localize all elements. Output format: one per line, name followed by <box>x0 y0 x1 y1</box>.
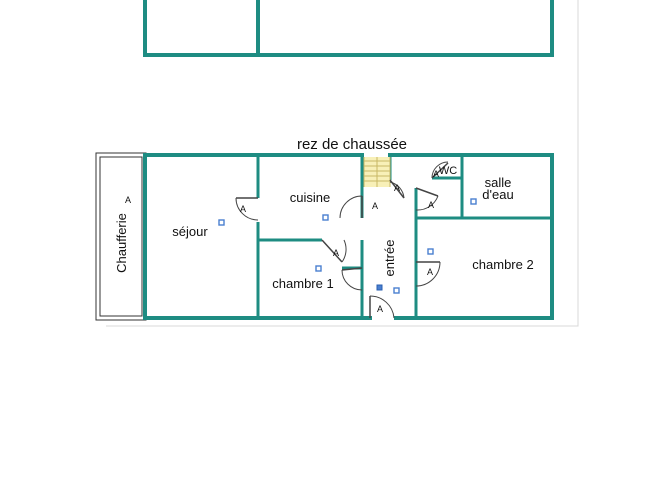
sensor-cuisine <box>322 214 329 221</box>
door-marker: A <box>433 169 439 179</box>
sensors <box>218 198 477 294</box>
door-main-entrance: A <box>369 295 395 319</box>
room-label-salle: salle <box>485 175 512 190</box>
door-marker: A <box>427 267 433 277</box>
sensor-sejour <box>218 219 225 226</box>
room-label-deau: d'eau <box>482 187 513 202</box>
outer-walls <box>143 153 554 320</box>
sensor-entree-solid <box>376 284 383 291</box>
door-wc: A <box>431 161 449 179</box>
sensor-chambre2 <box>427 248 434 255</box>
room-label-chambre2: chambre 2 <box>472 257 533 272</box>
floor-title: rez de chaussée <box>297 136 407 153</box>
door-marker: A <box>372 201 378 211</box>
staircase <box>363 157 391 187</box>
room-label-sejour: séjour <box>172 224 208 239</box>
page-outline <box>106 0 579 327</box>
sensor-chambre1 <box>315 265 322 272</box>
door-sejour-cuisine: A <box>235 197 259 221</box>
sensor-entree <box>393 287 400 294</box>
door-marker: A <box>428 200 434 210</box>
door-entree-chambre1 <box>341 267 363 291</box>
door-cuisine-entree: A <box>339 195 378 219</box>
door-marker: A <box>377 304 383 314</box>
door-marker: A <box>394 183 400 193</box>
room-label-entree: entrée <box>382 240 397 277</box>
upper-floor-fragment <box>143 0 554 57</box>
door-marker-chaufferie: A <box>125 195 131 205</box>
door-stairs: A <box>389 179 405 199</box>
door-chambre1: A <box>321 239 347 263</box>
room-label-wc: WC <box>439 165 457 177</box>
door-chambre2: A <box>415 261 441 287</box>
room-label-chaufferie: Chaufferie <box>114 213 129 273</box>
door-marker: A <box>333 248 339 258</box>
sensor-salle <box>470 198 477 205</box>
door-salle: A <box>415 187 439 211</box>
room-label-cuisine: cuisine <box>290 190 330 205</box>
door-marker: A <box>240 204 246 214</box>
room-label-chambre1: chambre 1 <box>272 276 333 291</box>
